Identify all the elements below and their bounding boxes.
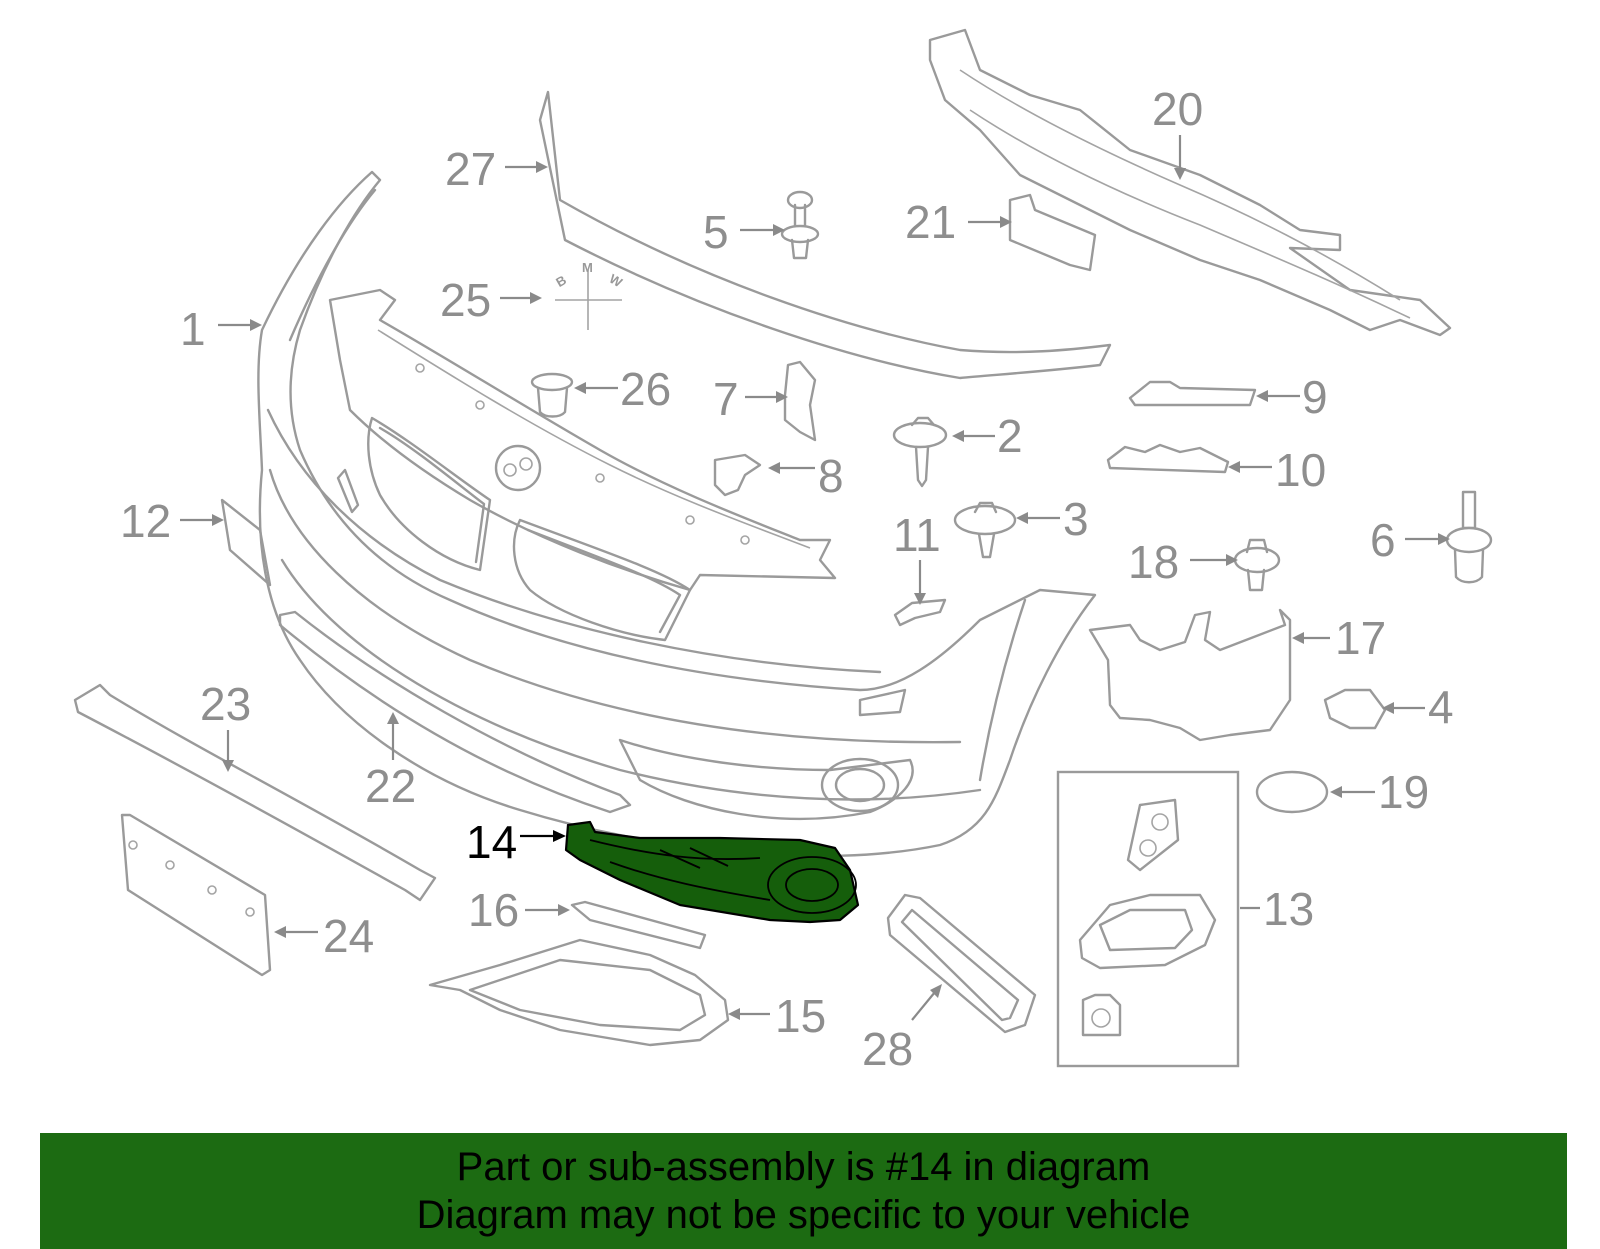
part-5-push-rivet: [780, 190, 820, 260]
callout-4: 4: [1428, 681, 1454, 733]
callout-23: 23: [200, 678, 251, 730]
callout-6: 6: [1370, 514, 1396, 566]
callout-5: 5: [703, 206, 729, 258]
part-15-fog-lamp-cover: [428, 938, 730, 1047]
callout-19: 19: [1378, 766, 1429, 818]
part-19-seal-ring: [1255, 770, 1329, 814]
part-17-bracket: [1088, 608, 1292, 742]
part-24-license-bracket: [120, 813, 272, 977]
callout-26: 26: [620, 363, 671, 415]
part-20-impact-bar: [928, 28, 1452, 337]
callout-9: 9: [1302, 371, 1328, 423]
callout-20: 20: [1152, 83, 1203, 135]
callout-27: 27: [445, 143, 496, 195]
emblem-letter-w: W: [607, 271, 626, 290]
part-6-pin: [1445, 490, 1493, 584]
callout-labels: 1 2 3 4 5 6 7 8 9 10 11 12 13 14 15 16 1…: [120, 83, 1454, 1075]
callout-13: 13: [1263, 883, 1314, 935]
part-9-bracket: [1128, 380, 1257, 407]
part-10-bracket: [1106, 443, 1230, 474]
callout-21: 21: [905, 196, 956, 248]
part-7-bracket: [783, 360, 817, 442]
callout-8: 8: [818, 450, 844, 502]
part-21-bracket: [1008, 193, 1097, 272]
part-22-lower-strip: [278, 610, 632, 814]
part-18-screw: [1233, 538, 1281, 592]
info-banner: Part or sub-assembly is #14 in diagram D…: [40, 1133, 1567, 1249]
part-16-strip: [570, 900, 707, 950]
callout-7: 7: [713, 373, 739, 425]
part-12-panel: [220, 498, 272, 587]
part-25-emblem: B M W: [553, 260, 626, 330]
part-13-kit-box: [1056, 770, 1240, 1068]
part-8-bracket: [713, 453, 762, 497]
callout-18: 18: [1128, 536, 1179, 588]
callout-22: 22: [365, 760, 416, 812]
banner-line-1: Part or sub-assembly is #14 in diagram: [456, 1145, 1151, 1189]
callout-2: 2: [997, 410, 1023, 462]
grille-carrier: [328, 288, 837, 592]
part-4-clip: [1323, 688, 1387, 730]
callout-1: 1: [180, 303, 206, 355]
callout-11: 11: [893, 509, 941, 561]
part-27-trim-strip: [538, 90, 1112, 380]
part-2-screw: [892, 416, 948, 488]
leader-arrows: [180, 135, 1450, 1021]
callout-28: 28: [862, 1023, 913, 1075]
part-11-clip: [893, 598, 947, 627]
callout-17: 17: [1335, 612, 1386, 664]
banner-line-2: Diagram may not be specific to your vehi…: [416, 1193, 1191, 1237]
part-14-fog-lamp-trim: [564, 820, 860, 924]
callout-3: 3: [1063, 493, 1089, 545]
part-26-grommet: [530, 372, 574, 418]
part-28-reflector-frame: [886, 893, 1037, 1034]
callout-25: 25: [440, 274, 491, 326]
part-1-bumper-cover: [257, 170, 1097, 858]
callout-10: 10: [1275, 444, 1326, 496]
callout-12: 12: [120, 495, 171, 547]
emblem-letter-b: B: [553, 272, 569, 290]
callout-24: 24: [323, 910, 374, 962]
callout-14: 14: [466, 816, 517, 868]
part-3-screw: [953, 501, 1017, 559]
callout-16: 16: [468, 884, 519, 936]
emblem-letter-m: M: [582, 260, 593, 275]
callout-15: 15: [775, 990, 826, 1042]
part-23-grille-bar: [73, 683, 437, 902]
